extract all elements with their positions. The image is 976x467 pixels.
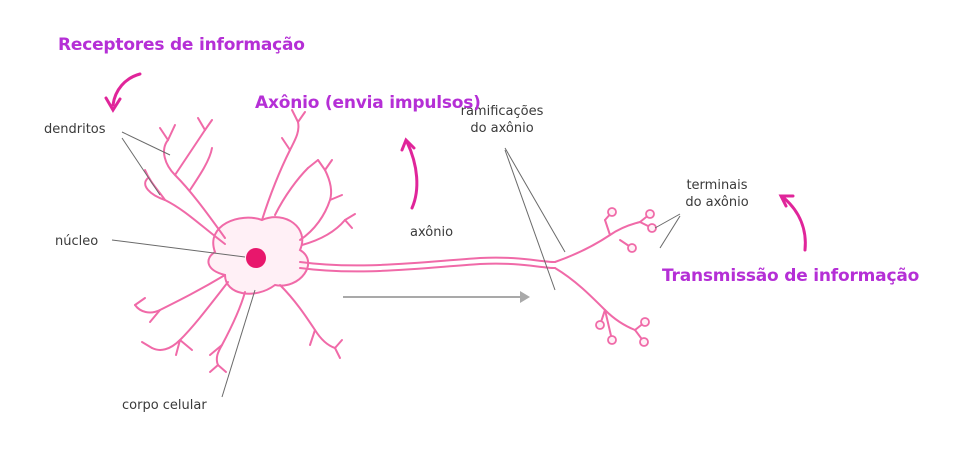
label-dendrites: dendritos [44, 122, 106, 137]
label-terminals: terminais do axônio [677, 177, 757, 211]
dendrites-lower-center [209, 291, 246, 373]
transmission-arrow [782, 196, 807, 252]
label-terminals-line1: terminais [686, 178, 748, 193]
signal-direction-arrow [343, 291, 530, 303]
dendrites-leader-2 [121, 137, 161, 196]
dendrites-right [299, 159, 356, 246]
axon-branches-leader-1 [504, 147, 566, 253]
terminals-leader-2 [659, 215, 681, 249]
leader-lines [111, 131, 681, 398]
axon-arrow [405, 140, 419, 210]
annotation-axon-sends: Axônio (envia impulsos) [255, 93, 481, 113]
neuron-drawing [134, 109, 657, 373]
terminals-leader-1 [654, 213, 681, 229]
axon-terminals [595, 207, 657, 347]
dendrites-upper-left [144, 117, 226, 245]
receptors-arrowhead [104, 96, 122, 113]
dendrites-lower-left [134, 274, 229, 356]
transmission-arrowhead [778, 194, 795, 208]
dendrites-lower-right [279, 284, 343, 359]
annotation-arrows [104, 72, 807, 252]
label-axon-branches-line2: do axônio [470, 121, 534, 136]
label-cell-body: corpo celular [122, 398, 207, 413]
label-nucleus: núcleo [55, 234, 99, 249]
annotation-transmission: Transmissão de informação [662, 266, 920, 286]
cell-body-leader [221, 289, 256, 398]
nucleus-leader [111, 239, 246, 258]
axon-arrowhead [400, 137, 416, 152]
label-terminals-line2: do axônio [685, 195, 749, 210]
axon [299, 256, 556, 273]
nucleus [246, 248, 266, 268]
label-axon-branches: ramificações do axônio [452, 103, 552, 137]
axon-branches-leader-2 [504, 149, 556, 291]
receptors-arrow [111, 72, 142, 107]
dendrites-upper-center [261, 109, 319, 221]
annotation-receptors: Receptores de informação [58, 35, 305, 55]
label-axon: axônio [410, 225, 454, 240]
label-axon-branches-line1: ramificações [460, 104, 544, 119]
dendrites-leader-1 [121, 131, 171, 156]
